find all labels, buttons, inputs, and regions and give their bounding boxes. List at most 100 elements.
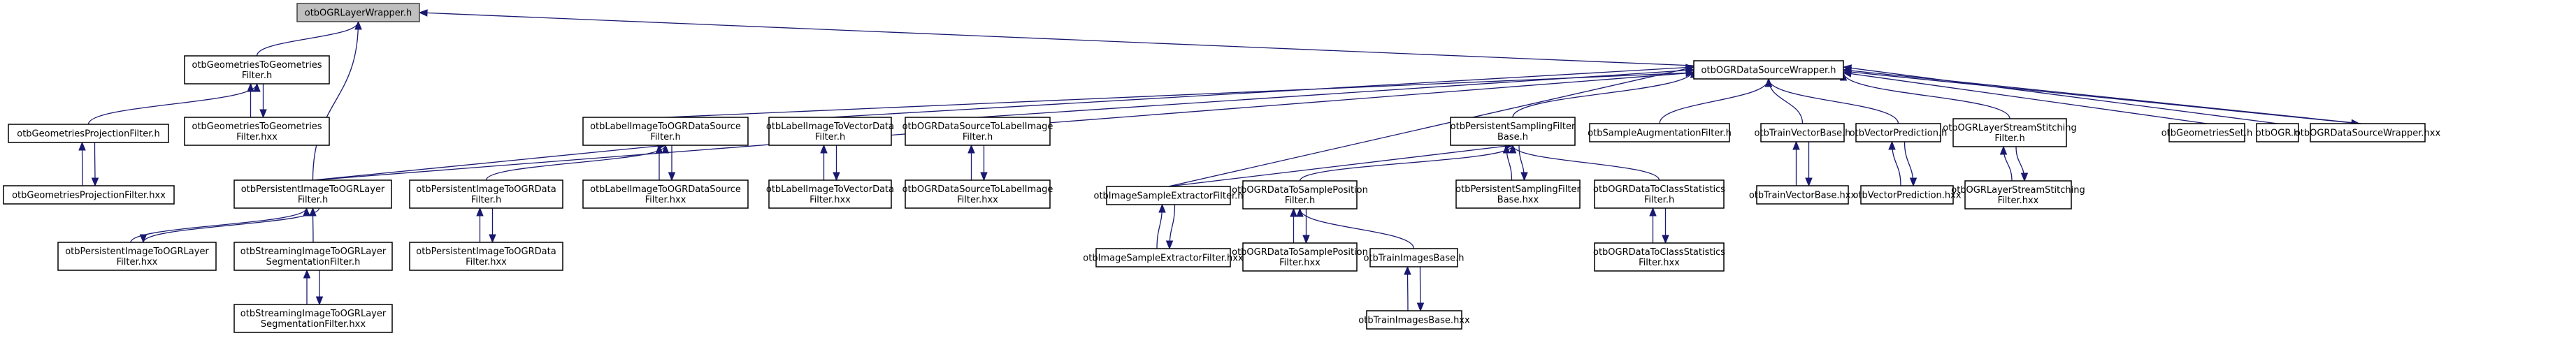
- node-box[interactable]: [1855, 123, 1941, 142]
- graph-node[interactable]: otbStreamingImageToOGRLayerSegmentationF…: [233, 304, 393, 333]
- root-node[interactable]: otbOGRLayerWrapper.h: [296, 3, 420, 22]
- graph-node[interactable]: otbImageSampleExtractorFilter.h: [1094, 186, 1244, 205]
- dependency-edge: [130, 207, 310, 243]
- node-box[interactable]: [2256, 123, 2299, 142]
- node-box[interactable]: [768, 117, 892, 146]
- graph-node[interactable]: otbTrainImagesBase.hxx: [1358, 310, 1470, 330]
- arrowhead-icon: [1290, 207, 1297, 217]
- node-label: otbGeometriesProjectionFilter.h: [17, 129, 159, 140]
- graph-node[interactable]: otbGeometriesSet.h: [2161, 123, 2253, 142]
- node-box[interactable]: [3, 185, 175, 205]
- dependency-edge: [1792, 140, 1800, 186]
- node-box[interactable]: [905, 117, 1051, 146]
- node-label: Filter.hxx: [236, 132, 278, 142]
- node-box[interactable]: [233, 304, 393, 333]
- node-box[interactable]: [582, 117, 749, 146]
- node-box[interactable]: [233, 179, 392, 209]
- graph-node[interactable]: otbOGRDataSourceWrapper.h: [1693, 60, 1844, 80]
- graph-node[interactable]: otbTrainImagesBase.h: [1363, 248, 1465, 267]
- node-box[interactable]: [1369, 248, 1458, 267]
- dependency-edge: [1842, 64, 2278, 124]
- node-box[interactable]: [768, 179, 892, 209]
- node-box[interactable]: [2310, 123, 2426, 142]
- node-box[interactable]: [1952, 118, 2067, 147]
- node-box[interactable]: [1242, 180, 1358, 210]
- node-box[interactable]: [1450, 117, 1576, 146]
- graph-node[interactable]: otbTrainVectorBase.hxx: [1749, 185, 1857, 205]
- node-box[interactable]: [1693, 60, 1844, 80]
- node-box[interactable]: [1964, 180, 2072, 210]
- node-box[interactable]: [1455, 179, 1581, 209]
- graph-node[interactable]: otbStreamingImageToOGRLayerSegmentationF…: [233, 242, 393, 271]
- node-box[interactable]: [8, 124, 169, 143]
- arrowhead-icon: [253, 82, 261, 92]
- dependency-edge: [665, 69, 1695, 118]
- node-box[interactable]: [1756, 185, 1849, 205]
- dependency-edge: [1904, 141, 1917, 187]
- node-box[interactable]: [1760, 123, 1845, 142]
- dependency-edge: [91, 142, 99, 187]
- graph-node[interactable]: otbVectorPrediction.h: [1850, 123, 1948, 142]
- graph-node[interactable]: otbGeometriesProjectionFilter.hxx: [3, 185, 175, 205]
- node-label: Filter.hxx: [1639, 258, 1680, 268]
- node-label: otbGeometriesToGeometries: [192, 122, 322, 132]
- node-box[interactable]: [409, 179, 563, 209]
- node-box[interactable]: [1594, 179, 1725, 209]
- node-box[interactable]: [1594, 242, 1725, 272]
- arrowhead-icon: [476, 207, 484, 216]
- graph-node[interactable]: otbVectorPrediction.hxx: [1852, 185, 1962, 205]
- graph-node[interactable]: otbImageSampleExtractorFilter.hxx: [1083, 248, 1244, 267]
- arrowhead-icon: [259, 109, 267, 119]
- node-box[interactable]: [1589, 123, 1730, 142]
- edge-line: [1512, 69, 1694, 118]
- node-box[interactable]: [1242, 242, 1358, 272]
- arrowhead-icon: [315, 296, 324, 306]
- graph-node[interactable]: otbSampleAugmentationFilter.h: [1588, 123, 1732, 142]
- node-box[interactable]: [1106, 186, 1231, 205]
- node-box[interactable]: [1366, 310, 1462, 330]
- node-box[interactable]: [296, 3, 420, 22]
- node-box[interactable]: [1860, 185, 1954, 205]
- node-box[interactable]: [184, 55, 330, 84]
- edge-line: [130, 207, 308, 243]
- node-box[interactable]: [1095, 248, 1231, 267]
- node-box[interactable]: [57, 242, 217, 271]
- arrowhead-icon: [489, 234, 496, 244]
- arrowhead-icon: [91, 177, 99, 187]
- node-box[interactable]: [2168, 123, 2245, 142]
- node-label: otbTrainImagesBase.h: [1363, 254, 1464, 264]
- node-box[interactable]: [184, 117, 330, 146]
- node-box[interactable]: [905, 179, 1051, 209]
- graph-node[interactable]: otbOGRDataSourceWrapper.hxx: [2295, 123, 2441, 142]
- graph-node[interactable]: otbGeometriesProjectionFilter.h: [8, 124, 169, 143]
- node-box[interactable]: [409, 242, 563, 271]
- node-box[interactable]: [233, 242, 393, 271]
- arrowhead-icon: [1888, 140, 1896, 150]
- node-label: Filter.hxx: [810, 195, 851, 205]
- dependency-edge: [1168, 65, 1695, 187]
- graph-node[interactable]: otbTrainVectorBase.h: [1755, 123, 1851, 142]
- node-box[interactable]: [582, 179, 749, 209]
- dependency-edge: [1290, 207, 1297, 244]
- graph-node[interactable]: otbOGR.h: [2256, 123, 2300, 142]
